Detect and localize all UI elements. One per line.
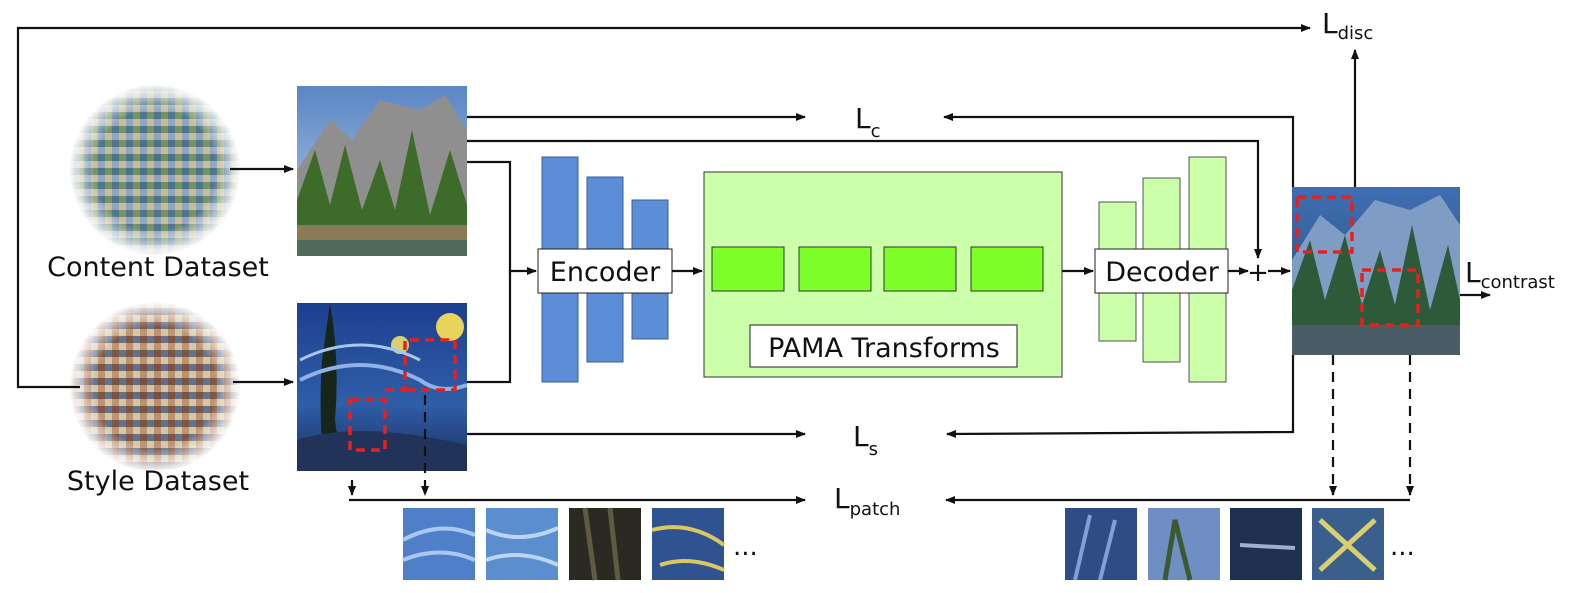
decoder-label-box [1094,248,1229,294]
connectors [16,24,1491,504]
svg-text:Lcontrast: Lcontrast [1465,256,1555,293]
encoder-label-box [537,248,673,294]
output-stylized-image [1292,187,1460,355]
arrow-output-to-ls [946,355,1295,438]
line-style-to-encoder [467,271,512,384]
style-dataset-label: Style Dataset [67,466,249,497]
loss-label-disc: Ldisc [1322,7,1373,44]
transform-label: PAMA Transforms [768,333,1000,364]
svg-text:Lc: Lc [855,102,881,142]
loss-label-contrast: Lcontrast [1465,256,1555,293]
transform-unit-3 [883,246,957,292]
output-patch-crop-b [1360,268,1420,327]
encoder-block: Encoder [537,156,673,383]
style-patch-4 [652,508,724,580]
svg-text:Lpatch: Lpatch [834,482,900,520]
style-patch-crop-a [348,398,387,452]
decoder-block: Decoder [1094,156,1229,383]
content-image [297,86,467,256]
arrow-content-skip-to-sum [467,139,1262,259]
loss-label-style: Ls [853,420,878,460]
output-patches: ... [1065,508,1415,581]
transform-unit-2 [798,246,872,292]
pama-transforms-block: PAMA Transforms [703,171,1063,378]
arrow-style-dataset-to-ldisc [16,24,1311,389]
style-patches: ... [402,507,758,581]
decoder-label: Decoder [1105,257,1220,288]
loss-label-content: Lc [855,102,881,142]
style-image [297,303,468,471]
sum-node: + [1247,258,1269,288]
encoder-label: Encoder [550,257,661,288]
arrow-content-to-encoder [467,160,537,275]
style-patch-2 [486,508,558,580]
style-patch-3 [569,508,641,580]
content-dataset-mosaic [69,84,241,256]
style-patch-1 [403,508,475,580]
transform-label-box [749,324,1018,368]
arrow-output-to-lc [943,113,1295,187]
style-dataset-mosaic [69,301,241,473]
svg-text:Ls: Ls [853,420,878,460]
content-dataset-label: Content Dataset [47,252,269,283]
style-patch-crop-b [385,338,457,392]
transform-unit-4 [970,246,1044,292]
loss-label-patch: Lpatch [834,482,900,520]
output-patch-crop-a [1295,195,1354,254]
style-patches-ellipsis: ... [733,532,758,562]
output-patches-ellipsis: ... [1390,532,1415,562]
svg-text:Ldisc: Ldisc [1322,7,1373,44]
transform-unit-1 [711,246,785,292]
output-patch-2 [1148,508,1220,580]
